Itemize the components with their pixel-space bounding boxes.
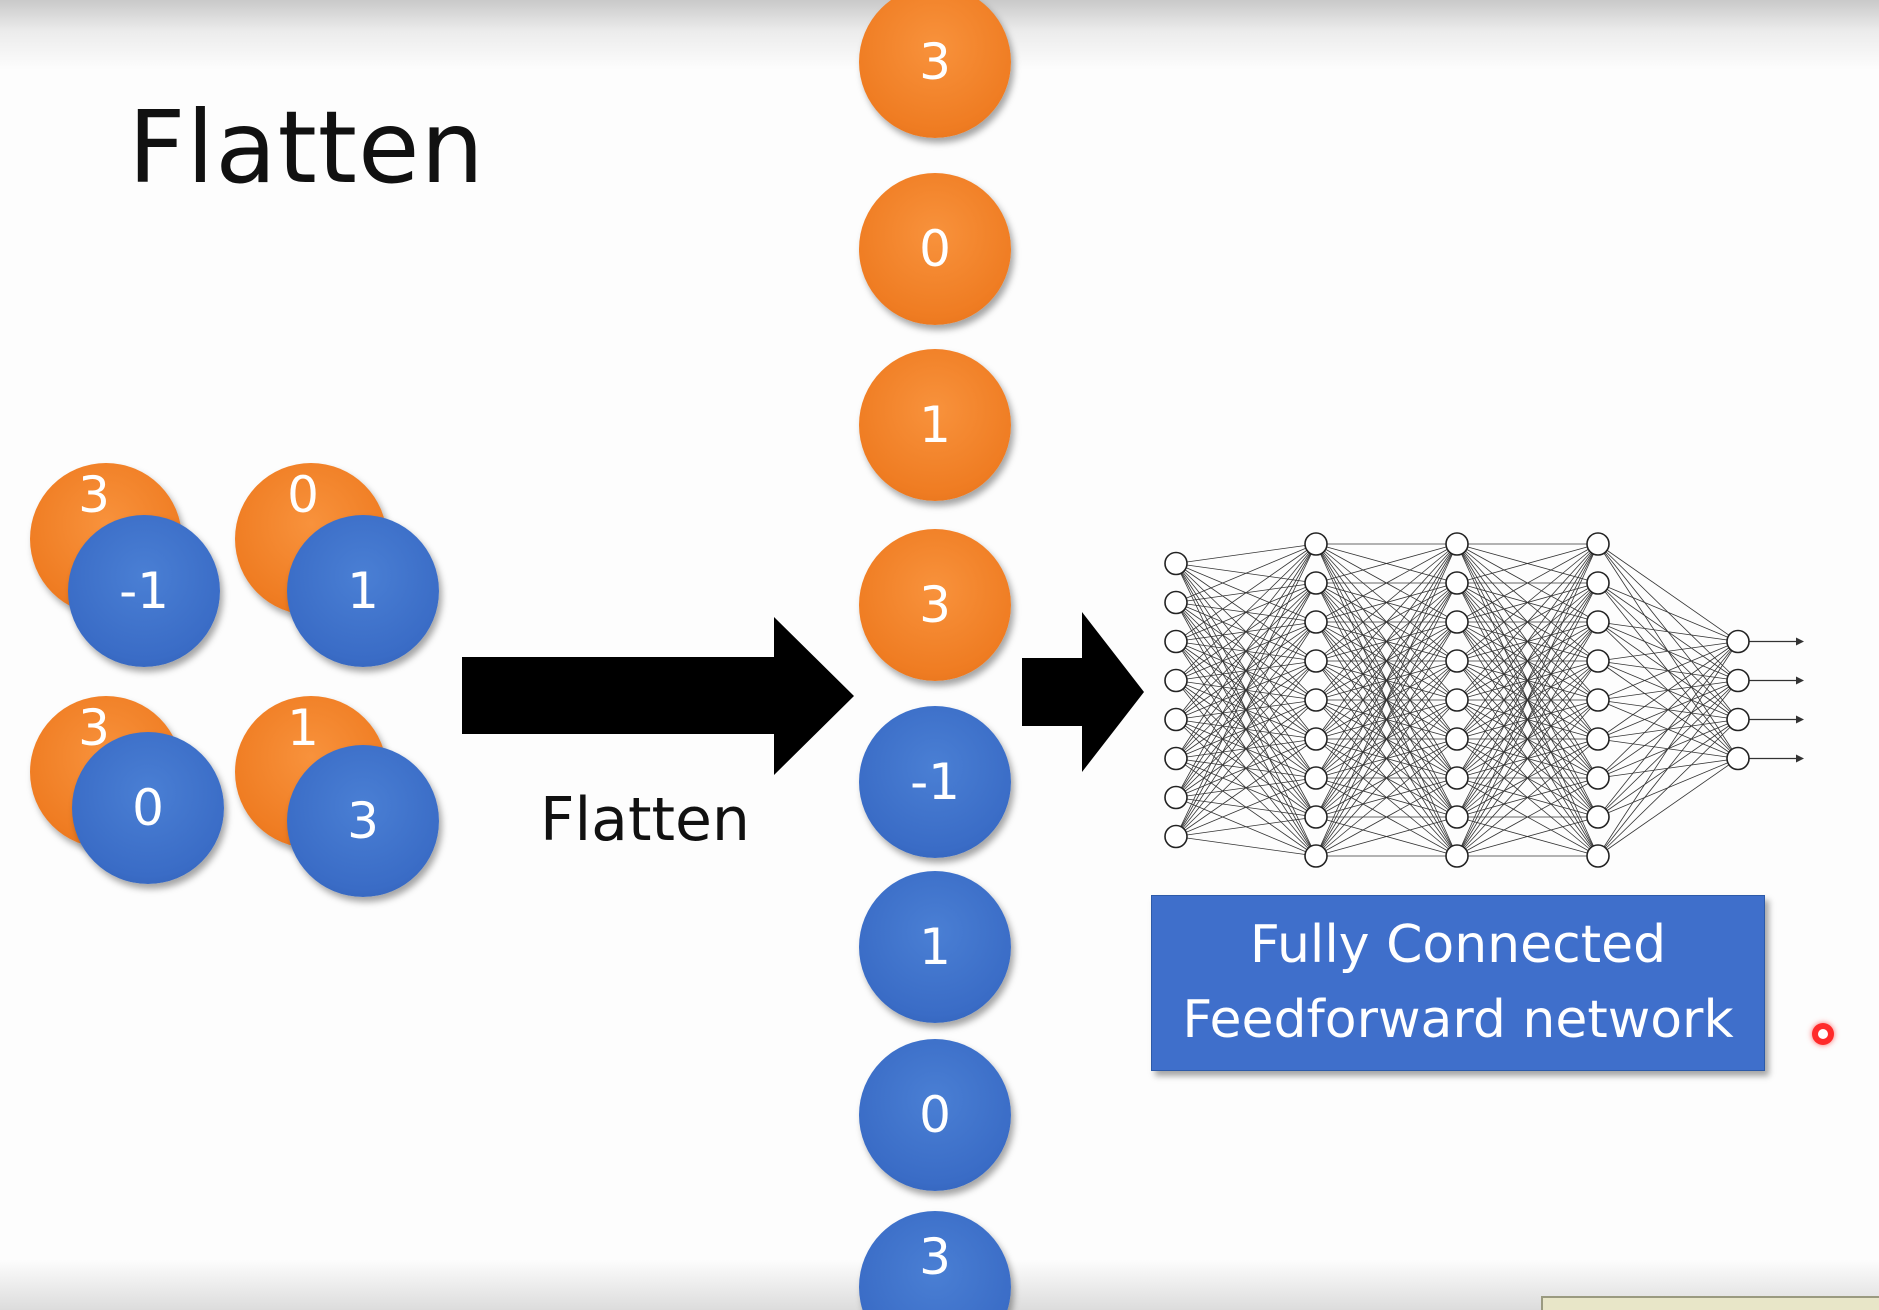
vector-circle-3: 1 [859, 349, 1011, 501]
neuron-l2-1 [1304, 532, 1328, 556]
neuron-l3-4 [1445, 649, 1469, 673]
neuron-l4-5 [1586, 688, 1610, 712]
neuron-l1-8 [1164, 824, 1188, 849]
neuron-l1-5 [1164, 707, 1188, 732]
input-blue-value-1: -1 [119, 562, 169, 620]
neuron-l1-1 [1164, 551, 1188, 576]
vector-circle-7: 0 [859, 1039, 1011, 1191]
neuron-l3-3 [1445, 610, 1469, 634]
slide-title: Flatten [128, 89, 485, 206]
input-blue-value-4: 3 [347, 792, 379, 850]
neuron-l4-1 [1586, 532, 1610, 556]
neuron-l1-7 [1164, 785, 1188, 810]
neuron-l4-7 [1586, 766, 1610, 790]
neuron-l3-2 [1445, 571, 1469, 595]
vector-circle-1: 3 [859, 0, 1011, 138]
output-arrow-4 [1749, 754, 1804, 763]
vector-value-2: 0 [919, 220, 951, 278]
output-arrow-2 [1749, 676, 1804, 685]
neuron-l2-4 [1304, 649, 1328, 673]
neuron-l3-5 [1445, 688, 1469, 712]
output-arrow-3 [1749, 715, 1804, 724]
neuron-l1-2 [1164, 590, 1188, 615]
flatten-arrow [462, 617, 854, 775]
neuron-l4-9 [1586, 844, 1610, 868]
vector-circle-6: 1 [859, 871, 1011, 1023]
neuron-l2-3 [1304, 610, 1328, 634]
neuron-l3-9 [1445, 844, 1469, 868]
neuron-l2-6 [1304, 727, 1328, 751]
vector-value-1: 3 [919, 33, 951, 91]
flatten-arrow-label: Flatten [540, 785, 750, 855]
output-arrow-1 [1749, 637, 1804, 646]
input-orange-value-2: 0 [287, 466, 319, 524]
neuron-l2-7 [1304, 766, 1328, 790]
vector-circle-8: 3 [859, 1211, 1011, 1310]
neuron-l4-8 [1586, 805, 1610, 829]
neuron-l3-7 [1445, 766, 1469, 790]
corner-widget [1541, 1296, 1879, 1310]
neuron-l4-6 [1586, 727, 1610, 751]
vector-circle-4: 3 [859, 529, 1011, 681]
neuron-l1-6 [1164, 746, 1188, 771]
input-blue-value-3: 0 [132, 779, 164, 837]
input-orange-value-1: 3 [78, 466, 110, 524]
input-blue-circle-2: 1 [287, 515, 439, 667]
neuron-l1-3 [1164, 629, 1188, 654]
neuron-l4-4 [1586, 649, 1610, 673]
neuron-l3-8 [1445, 805, 1469, 829]
network-label-line-2: Feedforward network [1182, 990, 1734, 1050]
network-arrow [1022, 612, 1144, 772]
neuron-l2-5 [1304, 688, 1328, 712]
vector-value-7: 0 [919, 1086, 951, 1144]
input-blue-circle-3: 0 [72, 732, 224, 884]
network-label-box: Fully Connected Feedforward network [1151, 895, 1765, 1071]
vector-value-5: -1 [910, 753, 960, 811]
vector-value-6: 1 [919, 918, 951, 976]
input-orange-value-4: 1 [287, 699, 319, 757]
neuron-l2-8 [1304, 805, 1328, 829]
vector-value-4: 3 [919, 576, 951, 634]
neuron-l4-3 [1586, 610, 1610, 634]
neuron-l1-4 [1164, 668, 1188, 693]
neuron-l3-6 [1445, 727, 1469, 751]
vector-circle-5: -1 [859, 706, 1011, 858]
neuron-l5-2 [1726, 668, 1750, 693]
network-label-line-1: Fully Connected [1249, 914, 1667, 975]
neuron-l4-2 [1586, 571, 1610, 595]
input-blue-circle-1: -1 [68, 515, 220, 667]
neuron-l3-1 [1445, 532, 1469, 556]
neuron-l5-3 [1726, 707, 1750, 732]
neuron-l5-1 [1726, 629, 1750, 654]
vector-circle-2: 0 [859, 173, 1011, 325]
laser-pointer-icon [1812, 1023, 1834, 1045]
vector-value-8: 3 [919, 1228, 951, 1286]
input-blue-value-2: 1 [347, 562, 379, 620]
network-connections [1175, 543, 1739, 857]
input-blue-circle-4: 3 [287, 745, 439, 897]
vector-value-3: 1 [919, 396, 951, 454]
network-diagram [1164, 532, 1804, 868]
neuron-l2-9 [1304, 844, 1328, 868]
neuron-l5-4 [1726, 746, 1750, 771]
neuron-l2-2 [1304, 571, 1328, 595]
